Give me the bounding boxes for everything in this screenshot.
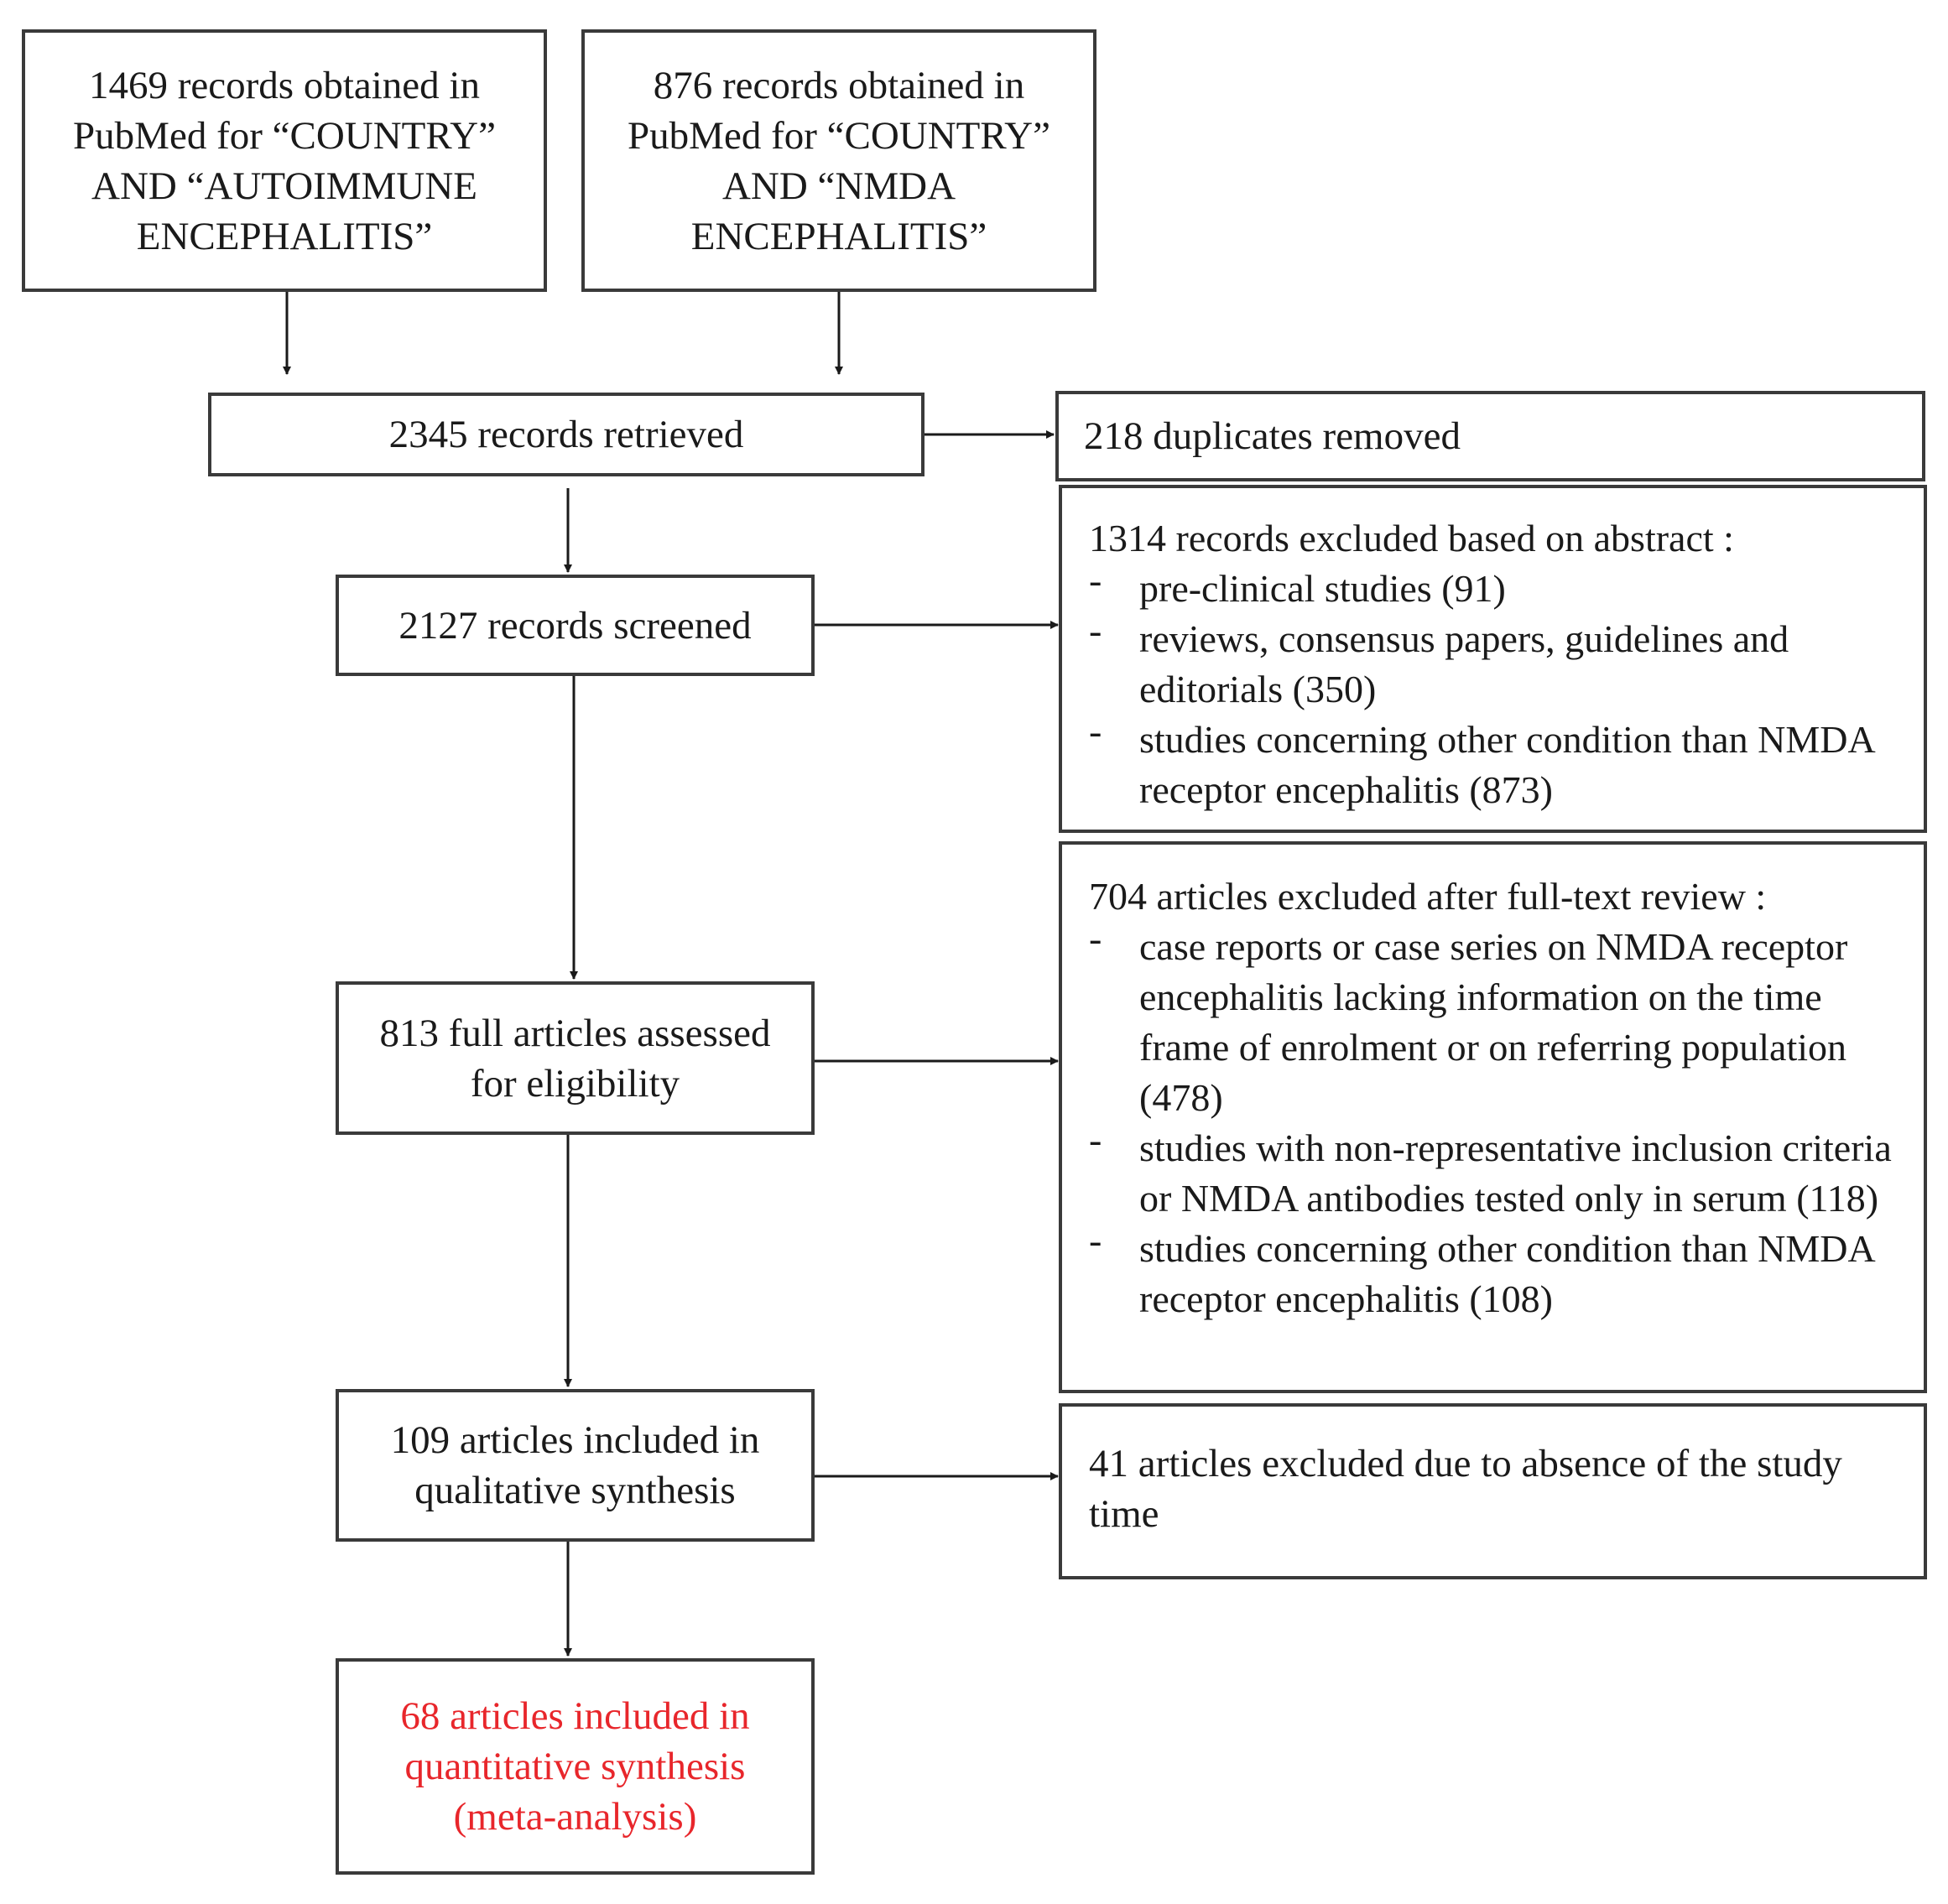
fulltext-exclusion-item-2: studies with non-representative inclusio… — [1139, 1126, 1892, 1220]
abstract-exclusion-header: 1314 records excluded based on abstract … — [1089, 517, 1734, 559]
abstract-exclusion-item-2: reviews, consensus papers, guidelines an… — [1139, 617, 1789, 710]
bullet-dash: - — [1089, 559, 1102, 601]
bullet-dash: - — [1089, 1118, 1102, 1161]
bullet-dash: - — [1089, 609, 1102, 652]
bullet-dash: - — [1089, 1219, 1102, 1262]
list-item: -pre-clinical studies (91) — [1089, 559, 1900, 614]
quantitative-text: 68 articles included in quantitative syn… — [400, 1694, 750, 1839]
retrieved-box: 2345 records retrieved — [208, 393, 925, 476]
abstract-exclusion-item-1: pre-clinical studies (91) — [1139, 567, 1506, 610]
abstract-exclusion-list: -pre-clinical studies (91) -reviews, con… — [1089, 559, 1900, 815]
source-autoimmune-text: 1469 records obtained in PubMed for “COU… — [73, 63, 496, 258]
eligibility-text: 813 full articles assessed for eligibili… — [379, 1011, 771, 1105]
abstract-exclusion-box: 1314 records excluded based on abstract … — [1059, 485, 1927, 833]
qualitative-box: 109 articles included in qualitative syn… — [336, 1389, 815, 1542]
abstract-exclusion-item-3: studies concerning other condition than … — [1139, 718, 1874, 811]
list-item: -studies concerning other condition than… — [1089, 710, 1900, 815]
list-item: -reviews, consensus papers, guidelines a… — [1089, 609, 1900, 715]
duplicates-box: 218 duplicates removed — [1055, 391, 1925, 481]
source-nmda-box: 876 records obtained in PubMed for “COUN… — [581, 29, 1096, 292]
screened-box: 2127 records screened — [336, 575, 815, 676]
fulltext-exclusion-header: 704 articles excluded after full-text re… — [1089, 875, 1767, 918]
source-autoimmune-box: 1469 records obtained in PubMed for “COU… — [22, 29, 547, 292]
bullet-dash: - — [1089, 710, 1102, 752]
fulltext-exclusion-box: 704 articles excluded after full-text re… — [1059, 841, 1927, 1393]
screened-text: 2127 records screened — [398, 603, 752, 648]
fulltext-exclusion-list: -case reports or case series on NMDA rec… — [1089, 917, 1900, 1324]
list-item: -case reports or case series on NMDA rec… — [1089, 917, 1900, 1123]
source-nmda-text: 876 records obtained in PubMed for “COUN… — [628, 63, 1050, 258]
bullet-dash: - — [1089, 917, 1102, 960]
qualitative-text: 109 articles included in qualitative syn… — [390, 1418, 760, 1512]
eligibility-box: 813 full articles assessed for eligibili… — [336, 981, 815, 1135]
duplicates-text: 218 duplicates removed — [1084, 414, 1461, 458]
study-time-exclusion-text: 41 articles excluded due to absence of t… — [1089, 1442, 1842, 1536]
fulltext-exclusion-item-3: studies concerning other condition than … — [1139, 1227, 1874, 1320]
fulltext-exclusion-item-1: case reports or case series on NMDA rece… — [1139, 925, 1848, 1119]
study-time-exclusion-box: 41 articles excluded due to absence of t… — [1059, 1403, 1927, 1579]
list-item: -studies with non-representative inclusi… — [1089, 1118, 1900, 1224]
list-item: -studies concerning other condition than… — [1089, 1219, 1900, 1324]
quantitative-box: 68 articles included in quantitative syn… — [336, 1658, 815, 1875]
retrieved-text: 2345 records retrieved — [388, 413, 744, 456]
